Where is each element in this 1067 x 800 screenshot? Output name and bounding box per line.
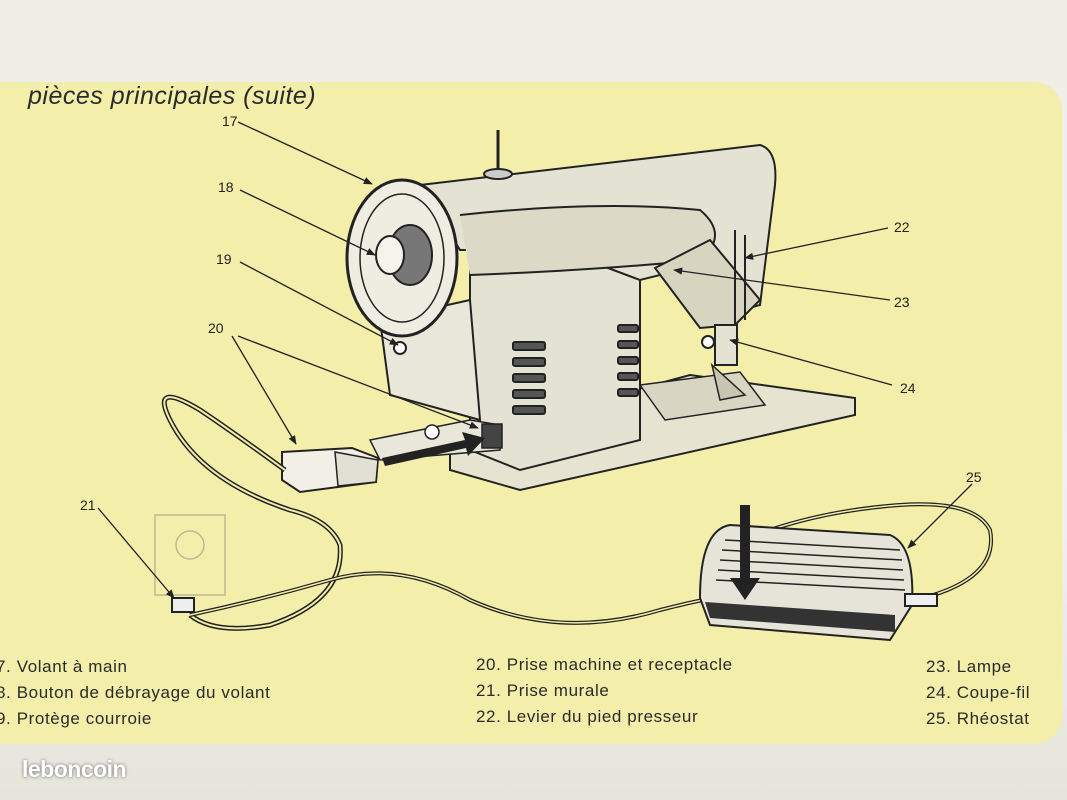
foot-pedal xyxy=(698,523,938,642)
legend-column-2: 20. Prise machine et receptacle 21. Pris… xyxy=(476,652,733,730)
legend-item-19: 9. Protège courroie xyxy=(0,709,152,728)
callout-24: 24 xyxy=(900,380,916,396)
legend-item-24: 24. Coupe-fil xyxy=(926,683,1031,702)
machine-arm xyxy=(418,130,777,401)
insertion-arrow xyxy=(382,432,485,466)
pedal-cord xyxy=(189,571,706,625)
callout-23: 23 xyxy=(894,294,910,310)
callout-18: 18 xyxy=(218,179,234,195)
leader-lines xyxy=(97,121,973,599)
leboncoin-watermark: leboncoin xyxy=(22,756,127,782)
machine-body xyxy=(469,249,641,472)
legend-item-22: 22. Levier du pied presseur xyxy=(476,707,699,726)
callout-21: 21 xyxy=(80,497,96,513)
legend-column-1: 7. Volant à main 8. Bouton de débrayage … xyxy=(0,654,270,732)
page-title: pièces principales (suite) xyxy=(28,82,317,110)
callout-20: 20 xyxy=(208,320,224,336)
legend-item-21: 21. Prise murale xyxy=(476,681,610,700)
power-cord xyxy=(161,394,343,631)
callout-25: 25 xyxy=(966,469,982,485)
callout-17: 17 xyxy=(222,113,238,129)
callout-19: 19 xyxy=(216,251,232,267)
legend-item-17: 7. Volant à main xyxy=(0,657,128,676)
legend-column-3: 23. Lampe 24. Coupe-fil 25. Rhéostat xyxy=(926,654,1030,732)
legend-item-23: 23. Lampe xyxy=(926,657,1012,676)
press-arrow xyxy=(730,505,760,600)
machine-plug xyxy=(281,446,380,494)
handwheel xyxy=(345,178,459,338)
legend-item-25: 25. Rhéostat xyxy=(926,709,1030,728)
legend-item-20: 20. Prise machine et receptacle xyxy=(476,655,733,674)
wall-outlet xyxy=(154,514,226,613)
callout-22: 22 xyxy=(894,219,910,235)
legend-item-18: 8. Bouton de débrayage du volant xyxy=(0,683,271,702)
